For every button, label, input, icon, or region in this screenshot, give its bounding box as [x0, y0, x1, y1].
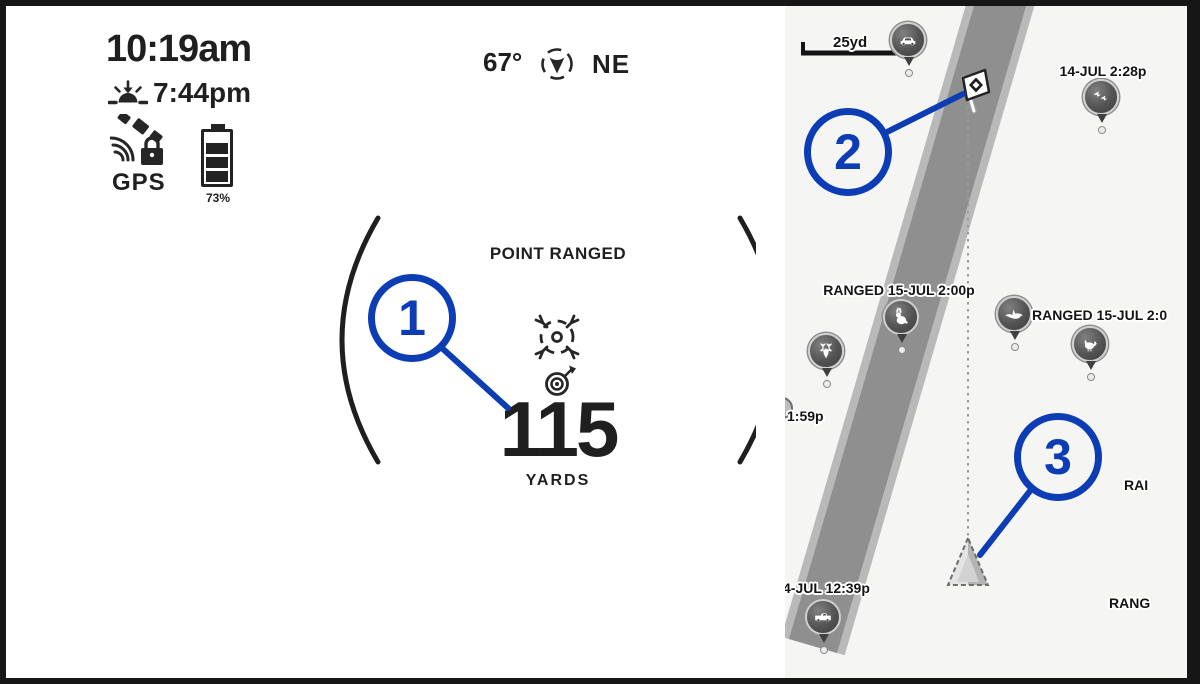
range-status-title: POINT RANGED — [489, 244, 627, 263]
goose-icon — [1005, 309, 1023, 319]
waypoint-turkey[interactable] — [1072, 326, 1110, 381]
sunset-time: 7:44pm — [153, 77, 252, 108]
range-unit: YARDS — [525, 472, 591, 489]
waypoint-label-partial-right-1: RAI — [1124, 477, 1149, 493]
position-arrow-icon — [946, 535, 990, 586]
map-scale-label: 25yd — [833, 34, 868, 51]
waypoint-birds[interactable] — [1083, 79, 1121, 134]
waypoint-label-partial-time: 1:59p — [787, 408, 824, 424]
gps-satellite-lock-icon — [110, 114, 163, 165]
compass-pointer-icon — [541, 48, 573, 80]
callout-1-number: 1 — [398, 290, 426, 346]
callout-3: 3 — [1014, 413, 1102, 501]
waypoint-deer[interactable] — [808, 333, 846, 388]
waypoint-truck[interactable] — [805, 599, 843, 654]
callout-3-number: 3 — [1044, 429, 1072, 485]
callout-2-number: 2 — [834, 124, 862, 180]
battery-percent: 73% — [205, 191, 231, 205]
clock-time: 10:19am — [106, 28, 252, 70]
birds-icon — [1093, 91, 1108, 101]
waypoint-label-birds: 14-JUL 2:28p — [1059, 63, 1147, 79]
waypoint-label-goose: RANGED 15-JUL 2:0 — [1032, 307, 1168, 323]
waypoint-goose[interactable] — [996, 296, 1034, 351]
target-arrow-icon — [545, 365, 576, 396]
reticle-icon — [534, 314, 580, 360]
waypoint-label-truck: 4-JUL 12:39p — [785, 580, 870, 596]
callout-2: 2 — [804, 108, 892, 196]
waypoint-label-partial-right-2: RANG — [1109, 595, 1151, 611]
ranging-arcs — [339, 215, 756, 465]
waypoint-label-rabbit: RANGED 15-JUL 2:00p — [823, 282, 975, 298]
map-pane[interactable]: 25yd — [785, 6, 1187, 678]
gps-status-label: GPS — [112, 169, 166, 196]
battery-icon — [201, 124, 235, 187]
rabbit-icon — [895, 307, 908, 325]
heading-direction: NE — [592, 49, 631, 79]
waypoint-rabbit[interactable] — [883, 299, 921, 354]
deer-icon — [820, 343, 832, 359]
heading-degrees: 67° — [483, 47, 523, 77]
sunset-icon — [108, 80, 148, 105]
turkey-icon — [1084, 339, 1098, 352]
car-icon — [900, 37, 916, 46]
waypoint-car[interactable] — [890, 22, 928, 77]
callout-1: 1 — [368, 274, 456, 362]
range-value: 115 — [499, 385, 620, 473]
truck-icon — [815, 613, 831, 622]
